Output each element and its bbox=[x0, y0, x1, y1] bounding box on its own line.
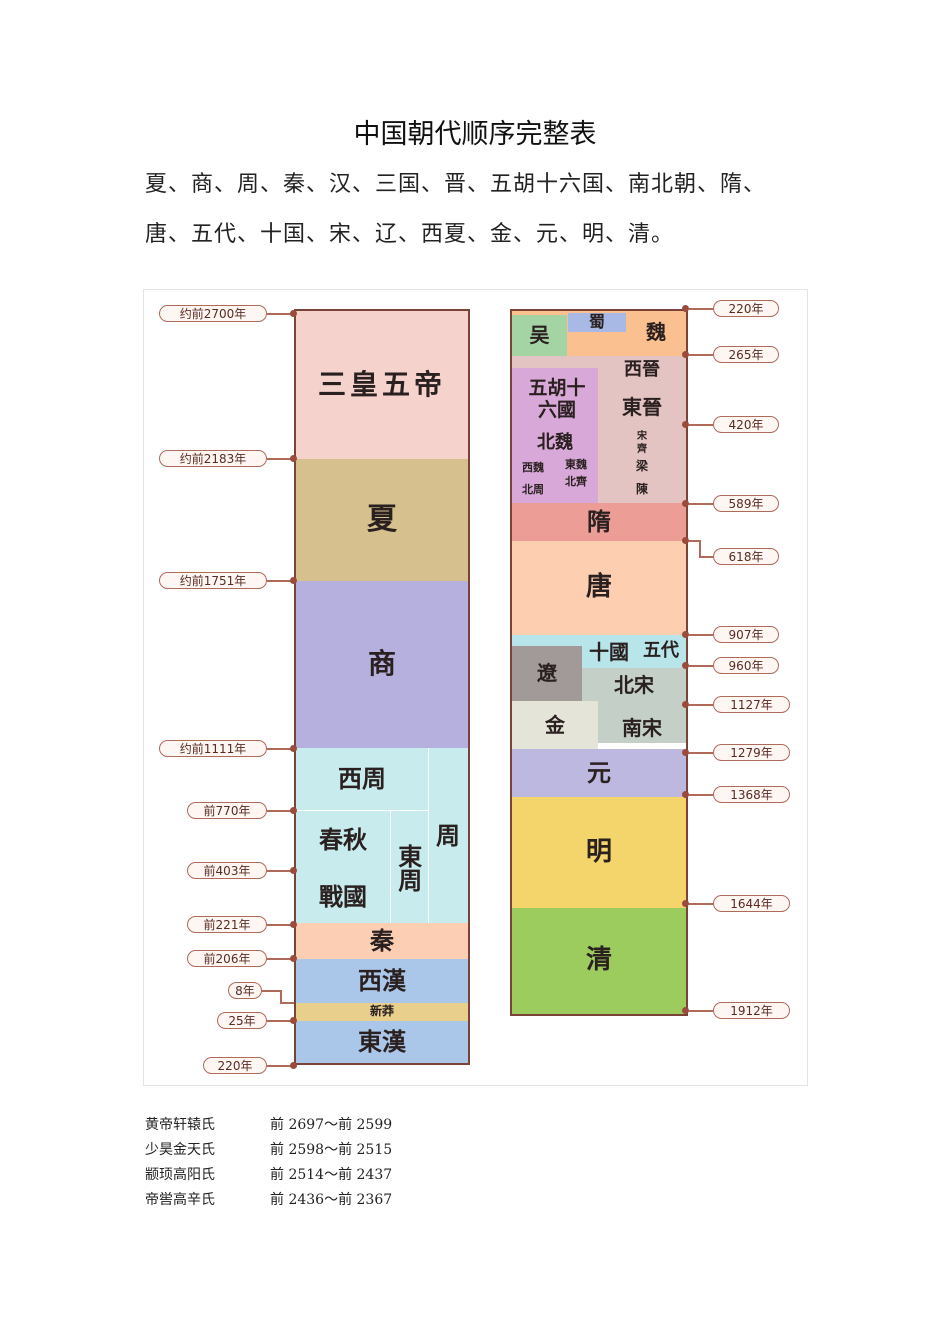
block-ming: 明 bbox=[512, 797, 686, 908]
right-label-9: 1279年 bbox=[713, 744, 790, 761]
ruler-name: 帝喾高辛氏 bbox=[145, 1192, 215, 1208]
right-label-8: 1127年 bbox=[713, 696, 790, 713]
right-dynasty-column: 吴 蜀 魏 西晉 東晉 五胡十六國 北魏 西魏 東魏 北周 北齊 宋 齊 梁 陳… bbox=[510, 309, 688, 1016]
block-song-south: 宋 bbox=[637, 431, 647, 443]
list-item: 帝喾高辛氏 前 2436～前 2367 bbox=[145, 1188, 392, 1213]
left-label-3: 约前1751年 bbox=[159, 572, 267, 589]
right-label-3: 420年 bbox=[713, 416, 779, 433]
block-shiguo: 十國 bbox=[582, 635, 636, 670]
block-xijin: 西晉 bbox=[624, 358, 660, 380]
block-beiwei: 北魏 bbox=[537, 431, 573, 453]
list-item: 黄帝轩辕氏 前 2697～前 2599 bbox=[145, 1113, 392, 1138]
left-label-8: 前206年 bbox=[187, 950, 267, 967]
left-label-7: 前221年 bbox=[187, 916, 267, 933]
right-label-6: 907年 bbox=[713, 626, 779, 643]
ruler-years: 前 2514～前 2437 bbox=[270, 1167, 393, 1183]
block-qing: 清 bbox=[512, 908, 686, 1014]
block-sui: 隋 bbox=[512, 503, 686, 541]
intro-paragraph: 夏、商、周、秦、汉、三国、晋、五胡十六国、南北朝、隋、唐、五代、十国、宋、辽、西… bbox=[145, 172, 767, 247]
ruler-name: 颛顼高阳氏 bbox=[145, 1167, 215, 1183]
block-liao: 遼 bbox=[512, 646, 582, 701]
left-dynasty-column: 三皇五帝 夏 商 西周 周 春秋 東周 戰國 秦 西漢 新莽 東漢 bbox=[294, 309, 470, 1065]
ruler-name: 少昊金天氏 bbox=[145, 1142, 215, 1158]
block-zhou: 周 bbox=[436, 820, 460, 850]
block-shu: 蜀 bbox=[568, 313, 626, 332]
right-label-5: 618年 bbox=[713, 548, 779, 565]
block-donghan: 東漢 bbox=[296, 1021, 468, 1063]
ruler-name: 黄帝轩辕氏 bbox=[145, 1117, 215, 1133]
left-label-10: 25年 bbox=[217, 1012, 267, 1029]
block-dongwei: 東魏 bbox=[565, 457, 587, 471]
right-label-2: 265年 bbox=[713, 346, 779, 363]
block-xia: 夏 bbox=[296, 459, 468, 581]
right-label-1: 220年 bbox=[713, 300, 779, 317]
left-label-1: 约前2700年 bbox=[159, 305, 267, 322]
left-label-9: 8年 bbox=[228, 982, 262, 999]
left-label-11: 220年 bbox=[203, 1057, 267, 1074]
right-label-12: 1912年 bbox=[713, 1002, 790, 1019]
page-title: 中国朝代顺序完整表 bbox=[353, 119, 597, 150]
block-xiwei: 西魏 bbox=[522, 460, 544, 474]
left-label-2: 约前2183年 bbox=[159, 450, 267, 467]
block-wudai: 五代 bbox=[636, 635, 686, 668]
right-label-7: 960年 bbox=[713, 657, 779, 674]
block-liang: 梁 bbox=[635, 459, 648, 474]
block-shang: 商 bbox=[296, 581, 468, 748]
list-item: 颛顼高阳氏 前 2514～前 2437 bbox=[145, 1163, 392, 1188]
block-wuhu: 五胡十六國 bbox=[528, 377, 586, 421]
right-label-4: 589年 bbox=[713, 495, 779, 512]
block-yuan: 元 bbox=[512, 749, 686, 797]
ruler-years: 前 2598～前 2515 bbox=[270, 1142, 393, 1158]
block-chunqiu: 春秋 bbox=[319, 825, 367, 855]
block-zhanguo: 戰國 bbox=[319, 881, 367, 911]
rulers-list: 黄帝轩辕氏 前 2697～前 2599 少昊金天氏 前 2598～前 2515 颛顼… bbox=[145, 1113, 392, 1213]
block-sanhuang: 三皇五帝 bbox=[296, 311, 468, 459]
right-label-11: 1644年 bbox=[713, 895, 790, 912]
block-nansong: 南宋 bbox=[622, 715, 662, 740]
block-xinmang: 新莽 bbox=[296, 1003, 468, 1021]
ruler-years: 前 2697～前 2599 bbox=[270, 1117, 393, 1133]
zhou-region bbox=[296, 748, 468, 923]
dynasty-timeline-chart: 三皇五帝 夏 商 西周 周 春秋 東周 戰國 秦 西漢 新莽 東漢 约前2700… bbox=[143, 289, 808, 1086]
block-jin: 金 bbox=[512, 701, 598, 749]
block-wei: 魏 bbox=[646, 319, 666, 344]
left-label-5: 前770年 bbox=[187, 802, 267, 819]
list-item: 少昊金天氏 前 2598～前 2515 bbox=[145, 1138, 392, 1163]
block-chen: 陳 bbox=[635, 481, 648, 496]
block-tang: 唐 bbox=[512, 541, 686, 635]
left-label-6: 前403年 bbox=[187, 862, 267, 879]
ruler-years: 前 2436～前 2367 bbox=[270, 1192, 393, 1208]
block-qi-south: 齊 bbox=[637, 444, 647, 456]
block-dongjin: 東晉 bbox=[622, 394, 662, 419]
block-beizhou: 北周 bbox=[522, 482, 544, 496]
block-beiqi: 北齊 bbox=[565, 474, 587, 488]
block-xizhou: 西周 bbox=[338, 764, 386, 794]
block-wu: 吴 bbox=[512, 315, 567, 356]
block-dongzhou: 東周 bbox=[393, 844, 423, 892]
right-label-10: 1368年 bbox=[713, 786, 790, 803]
left-label-4: 约前1111年 bbox=[159, 740, 267, 757]
block-beisong: 北宋 bbox=[614, 672, 654, 697]
block-qin: 秦 bbox=[296, 923, 468, 959]
block-xihan: 西漢 bbox=[296, 959, 468, 1003]
